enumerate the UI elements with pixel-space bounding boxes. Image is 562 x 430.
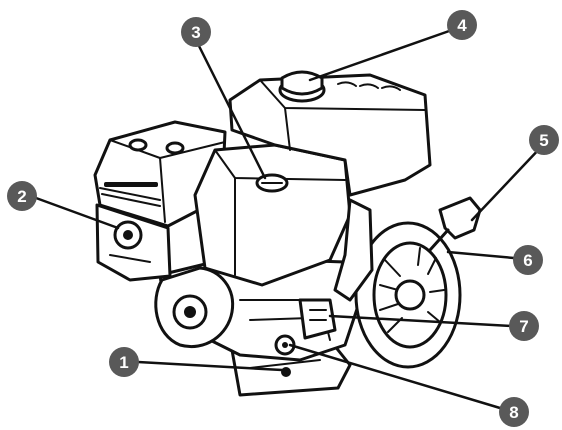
engine-drawing [93, 70, 482, 397]
leader-2 [34, 196, 120, 230]
callout-4: 4 [447, 10, 477, 40]
callout-label: 3 [191, 23, 200, 42]
callout-badge [447, 10, 477, 40]
leader-7 [328, 314, 514, 328]
leader-8 [288, 343, 502, 410]
fuel-tank [228, 70, 432, 197]
callout-label: 5 [539, 131, 548, 150]
callout-8: 8 [499, 397, 529, 427]
callout-badge [7, 181, 37, 211]
leader-6 [446, 250, 516, 260]
callout-label: 8 [509, 403, 518, 422]
callouts: 1 2 3 4 5 6 7 8 [7, 10, 559, 427]
callout-badge [509, 311, 539, 341]
callout-label: 2 [17, 187, 26, 206]
carburetor [274, 298, 337, 356]
side-plate [95, 203, 172, 282]
callout-badge [529, 125, 559, 155]
callout-7: 7 [509, 311, 539, 341]
callout-badge [181, 17, 211, 47]
callout-1: 1 [109, 347, 139, 377]
callout-label: 7 [519, 317, 528, 336]
callout-2: 2 [7, 181, 37, 211]
valve-cover [193, 143, 352, 287]
callout-5: 5 [529, 125, 559, 155]
leader-lines [34, 28, 544, 410]
output-shaft-housing [154, 266, 235, 348]
recoil-starter [333, 196, 482, 369]
leader-3 [196, 42, 267, 180]
callout-badge [499, 397, 529, 427]
leader-4 [308, 28, 454, 82]
callout-badge [109, 347, 139, 377]
callout-label: 1 [119, 353, 128, 372]
leader-1 [136, 360, 284, 372]
callout-3: 3 [181, 17, 211, 47]
leader-5 [470, 144, 544, 222]
callout-6: 6 [513, 245, 543, 275]
callout-label: 4 [457, 16, 467, 35]
callout-badge [513, 245, 543, 275]
callout-label: 6 [523, 251, 532, 270]
